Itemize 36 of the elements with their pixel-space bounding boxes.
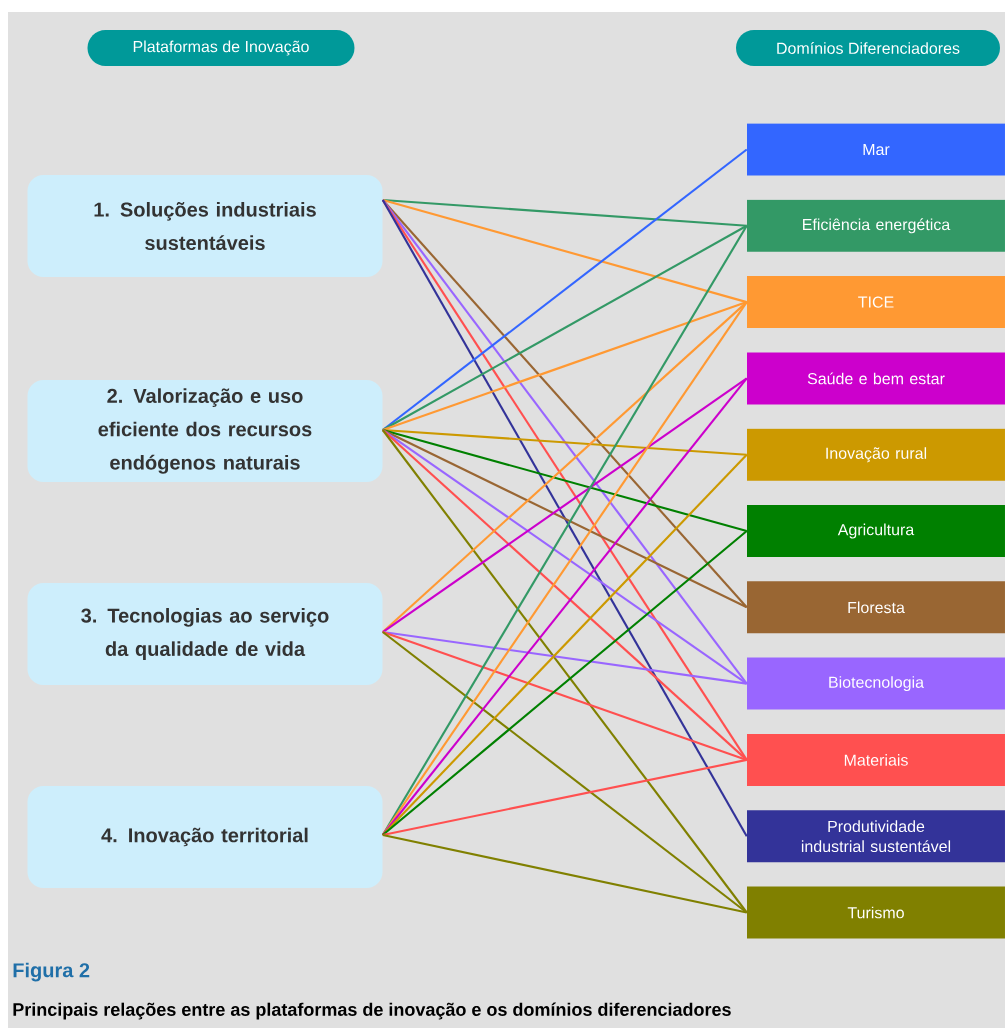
domain-box: Saúde e bem estar xyxy=(747,352,1005,405)
connector-line xyxy=(382,198,747,227)
figure-title: Figura 2 xyxy=(13,962,90,982)
domain-box: Eficiência energética xyxy=(747,199,1005,252)
domain-box: TICE xyxy=(747,276,1005,329)
connector-line xyxy=(382,631,748,914)
domain-box: Biotecnologia xyxy=(747,657,1005,710)
connector-line xyxy=(382,301,748,431)
domain-box: Floresta xyxy=(747,581,1005,634)
connector-line xyxy=(381,429,748,914)
platform-box: 1. Soluções industriais sustentáveis xyxy=(27,175,383,277)
connector-line xyxy=(382,758,747,837)
connector-line xyxy=(382,199,748,304)
connector-line xyxy=(382,631,748,761)
connector-line xyxy=(382,630,747,685)
domain-box: Agricultura xyxy=(747,505,1005,557)
connector-line xyxy=(382,429,748,609)
domain-box: Inovação rural xyxy=(747,428,1005,481)
connector-line xyxy=(382,429,748,533)
figure-caption: Principais relações entre as plataformas de inovação e os domínios diferenciadores xyxy=(13,1002,731,1020)
domain-box: Produtividade industrial sustentável xyxy=(747,810,1005,863)
platform-box: 2. Valorização e uso eficiente dos recursos endógenos naturais xyxy=(27,380,383,482)
platform-box: 3. Tecnologias ao serviço da qualidade de vida xyxy=(27,583,383,685)
header-pill: Plataformas de Inovação xyxy=(87,30,355,66)
domain-box: Turismo xyxy=(747,886,1005,939)
connector-line xyxy=(382,530,748,836)
domain-box: Mar xyxy=(747,123,1005,176)
platform-box: 4. Inovação territorial xyxy=(27,786,383,888)
header-pill: Domínios Diferenciadores xyxy=(736,30,1000,66)
connector-line xyxy=(382,224,748,431)
connector-line xyxy=(382,833,747,914)
domain-box: Materiais xyxy=(747,733,1005,786)
connector-line xyxy=(382,428,747,456)
connector-line xyxy=(382,148,748,431)
connector-line xyxy=(381,199,748,608)
connector-line xyxy=(382,429,748,761)
